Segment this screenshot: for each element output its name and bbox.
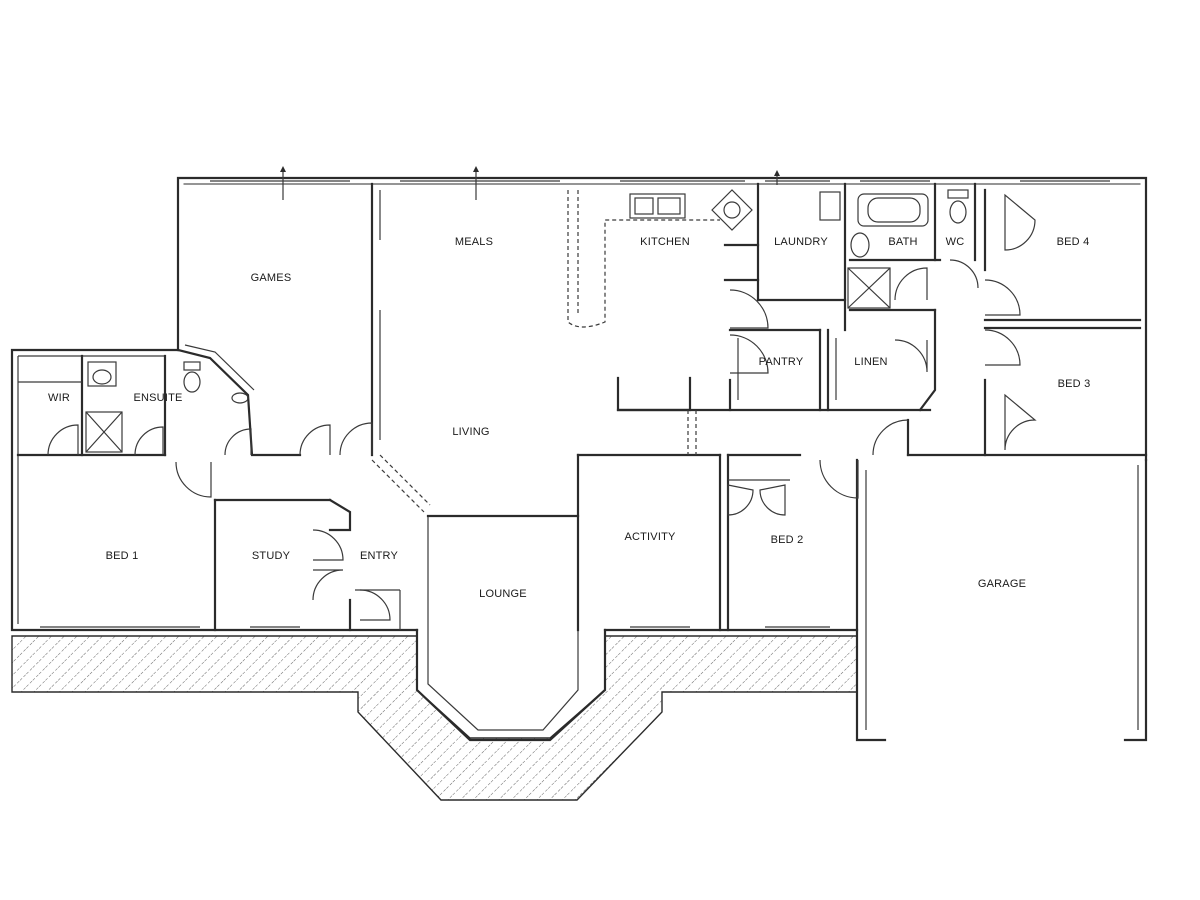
room-label-bed3: BED 3 [1057,378,1091,390]
room-label-pantry: PANTRY [758,356,804,368]
windows [40,180,1110,628]
room-label-ensuite: ENSUITE [133,392,183,404]
pantry-linen-shelves [737,338,837,400]
room-label-bath: BATH [888,236,918,248]
sliding-door-arrows [280,166,780,200]
interior-walls [16,182,1148,632]
room-label-activity: ACTIVITY [624,531,676,543]
outer-walls [10,176,1148,742]
room-label-linen: LINEN [854,356,888,368]
room-label-games: GAMES [250,272,292,284]
room-label-study: STUDY [251,550,291,562]
room-label-wc: WC [945,236,965,248]
room-label-lounge: LOUNGE [479,588,527,600]
room-label-bed1: BED 1 [105,550,139,562]
verandah-paving [11,635,858,801]
fixtures [85,189,969,453]
room-label-meals: MEALS [454,236,494,248]
room-label-living: LIVING [452,426,490,438]
room-label-bed2: BED 2 [770,534,804,546]
room-label-garage: GARAGE [977,578,1027,590]
room-label-entry: ENTRY [359,550,399,562]
room-label-bed4: BED 4 [1056,236,1090,248]
room-label-wir: WIR [48,392,70,404]
room-label-laundry: LAUNDRY [774,236,828,248]
door-swings [47,193,1037,621]
room-label-kitchen: KITCHEN [640,236,690,248]
